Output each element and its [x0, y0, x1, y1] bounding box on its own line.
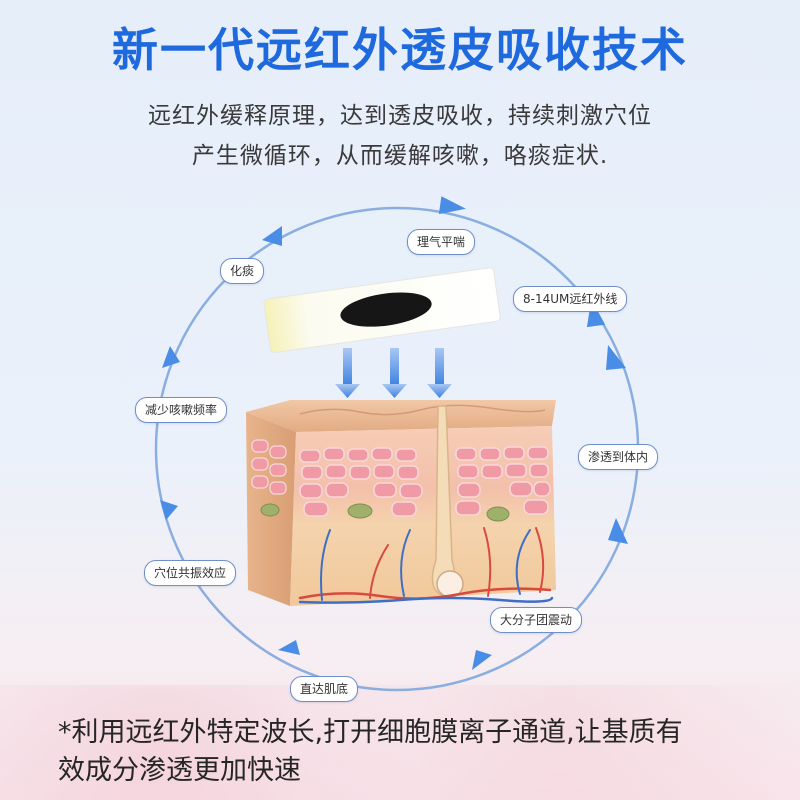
cell-layer [299, 446, 551, 517]
label-cough: 减少咳嗽频率 [135, 397, 228, 423]
cell-nuclei [260, 503, 510, 522]
blood-vessels [298, 527, 554, 604]
label-qi-breath: 理气平喘 [407, 229, 476, 255]
skin-top [246, 400, 556, 432]
patch [263, 267, 501, 354]
ring-arrow-icon [160, 500, 178, 520]
down-arrow-icon [382, 348, 407, 398]
footnote-line-1: *利用远红外特定波长,打开细胞膜离子通道,让基质有 [58, 717, 683, 748]
ring-arrow-icon [472, 650, 492, 670]
ring-arrow-icon [262, 226, 282, 246]
down-arrow-icon [427, 348, 452, 398]
page-title: 新一代远红外透皮吸收技术 [112, 23, 688, 77]
cycle-arrows [160, 196, 628, 670]
bottom-decor-band [0, 685, 800, 800]
ring-arrow-icon [606, 345, 626, 370]
label-acupoint: 穴位共振效应 [144, 560, 237, 586]
label-penetrate: 渗透到体内 [578, 444, 659, 470]
label-molecule: 大分子团震动 [490, 607, 583, 633]
footnote: *利用远红外特定波长,打开细胞膜离子通道,让基质有 效成分渗透更加快速 [58, 714, 778, 790]
ring-arrow-icon [608, 518, 628, 544]
label-dermis: 直达肌底 [290, 676, 359, 702]
label-far-infrared: 8-14UM远红外线 [513, 286, 628, 312]
ring-arrow-icon [162, 346, 180, 368]
ring-arrow-icon [278, 640, 300, 655]
subtitle: 远红外缓释原理，达到透皮吸收，持续刺激穴位 产生微循环，从而缓解咳嗽，咯痰症状. [0, 96, 800, 177]
ring-arrow-icon [438, 196, 466, 215]
skin-cross-section [246, 400, 556, 606]
down-arrow-icon [335, 348, 360, 398]
subtitle-line-1: 远红外缓释原理，达到透皮吸收，持续刺激穴位 [148, 103, 652, 129]
label-phlegm: 化痰 [220, 258, 265, 284]
subtitle-line-2: 产生微循环，从而缓解咳嗽，咯痰症状. [191, 143, 609, 170]
patch-core [340, 292, 432, 327]
footnote-line-2: 效成分渗透更加快速 [58, 754, 301, 786]
penetration-arrows [335, 348, 452, 398]
